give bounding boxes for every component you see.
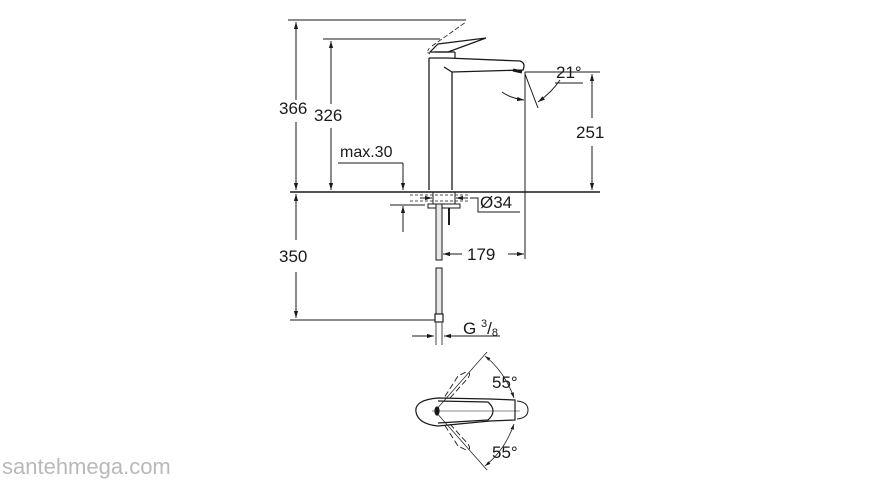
watermark: santehmega.com <box>2 454 171 479</box>
plan-view <box>415 351 529 471</box>
dimension-label-overall-height: 366 <box>279 99 308 118</box>
thread-denominator: 8 <box>491 327 498 339</box>
plan-angle-label-down: 55° <box>492 443 518 462</box>
dimension-label-hose-length: 350 <box>279 247 308 266</box>
tap-body <box>428 57 525 190</box>
flexible-hose <box>434 203 444 323</box>
dimension-label-spout-reach: 179 <box>467 245 496 264</box>
thread-prefix: G <box>463 319 477 338</box>
dimension-label-lever-height: 326 <box>314 106 343 125</box>
dimension-label-shank-diameter: Ø34 <box>480 193 513 212</box>
dimension-label-max-deck: max.30 <box>340 144 393 161</box>
mounting-assembly <box>410 191 520 225</box>
dimension-label-connection-thread: G 3/8 <box>463 318 498 339</box>
dimension-label-spout-angle: 21° <box>556 63 582 82</box>
lever <box>426 21 487 58</box>
angle-arc-21 <box>501 91 525 102</box>
thread-slash: / <box>487 319 492 338</box>
thread-numerator: 3 <box>480 318 488 330</box>
dimension-label-spout-height: 251 <box>576 123 605 142</box>
plan-angle-label-up: 55° <box>492 373 518 392</box>
